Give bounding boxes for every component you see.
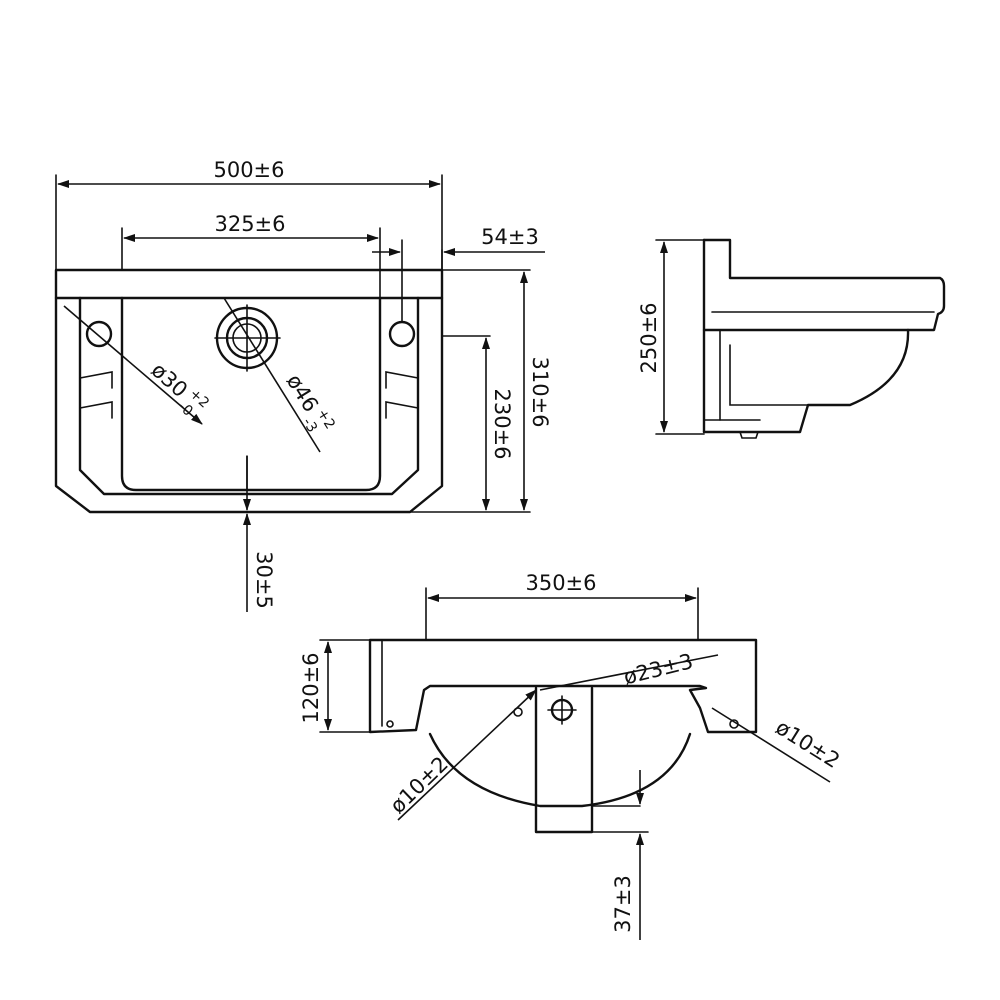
front-view: 500±6 325±6 54±3 310±6 230±6 30±5 ø30 +2…: [54, 158, 552, 612]
label-tap-offset: 54±3: [481, 225, 539, 249]
side-back-plate: [702, 238, 946, 332]
rear-bowl: [428, 732, 692, 808]
label-tap-hole-dia: ø30: [147, 358, 192, 402]
front-inner-lip: [78, 296, 420, 496]
leader-tap-hole: [63, 305, 203, 425]
label-rear-waste-dia: ø23±3: [621, 649, 695, 689]
side-view: 250±6: [637, 238, 946, 439]
label-fixing-hole-left: ø10±2: [385, 752, 452, 818]
label-overall-height: 310±6: [528, 356, 552, 427]
rear-pedestal: [534, 686, 594, 834]
front-rim: [54, 268, 444, 300]
rear-screw-left: [386, 720, 394, 728]
front-outer-body: [54, 296, 444, 514]
leader-rear-waste: [539, 654, 719, 691]
label-waste-hole-group: ø46 +2 -3: [282, 370, 338, 436]
label-bottom-offset: 30±5: [252, 551, 276, 609]
rear-back-slab: [368, 638, 758, 734]
label-overall-width: 500±6: [213, 158, 284, 182]
label-bracket-spacing: 350±6: [525, 571, 596, 595]
side-bowl-outer: [702, 328, 910, 434]
label-back-height: 120±6: [299, 652, 323, 723]
label-side-height: 250±6: [637, 302, 661, 373]
side-bowl-inner: [719, 329, 809, 421]
label-fixing-hole-right: ø10±2: [771, 715, 844, 773]
label-tap-hole-group: ø30 +2 -0: [147, 358, 212, 420]
front-right-notch: [385, 371, 419, 419]
front-left-notch: [79, 371, 113, 419]
label-waste-hole-dia: ø46: [282, 370, 323, 416]
label-foot-height: 37±3: [611, 875, 635, 933]
front-bowl: [120, 296, 382, 492]
waste-centerline: [214, 304, 281, 372]
leader-rear-fixing-right: [711, 707, 831, 783]
label-inner-height: 230±6: [490, 388, 514, 459]
tap-hole-left: [85, 320, 113, 348]
leader-rear-fixing-left: [397, 689, 537, 821]
tap-hole-right: [388, 320, 416, 348]
label-bowl-width: 325±6: [214, 212, 285, 236]
leader-waste-hole: [223, 297, 321, 453]
rear-view: 350±6 120±6 ø23±3 ø10±2 ø10±2 37±3: [299, 571, 844, 940]
